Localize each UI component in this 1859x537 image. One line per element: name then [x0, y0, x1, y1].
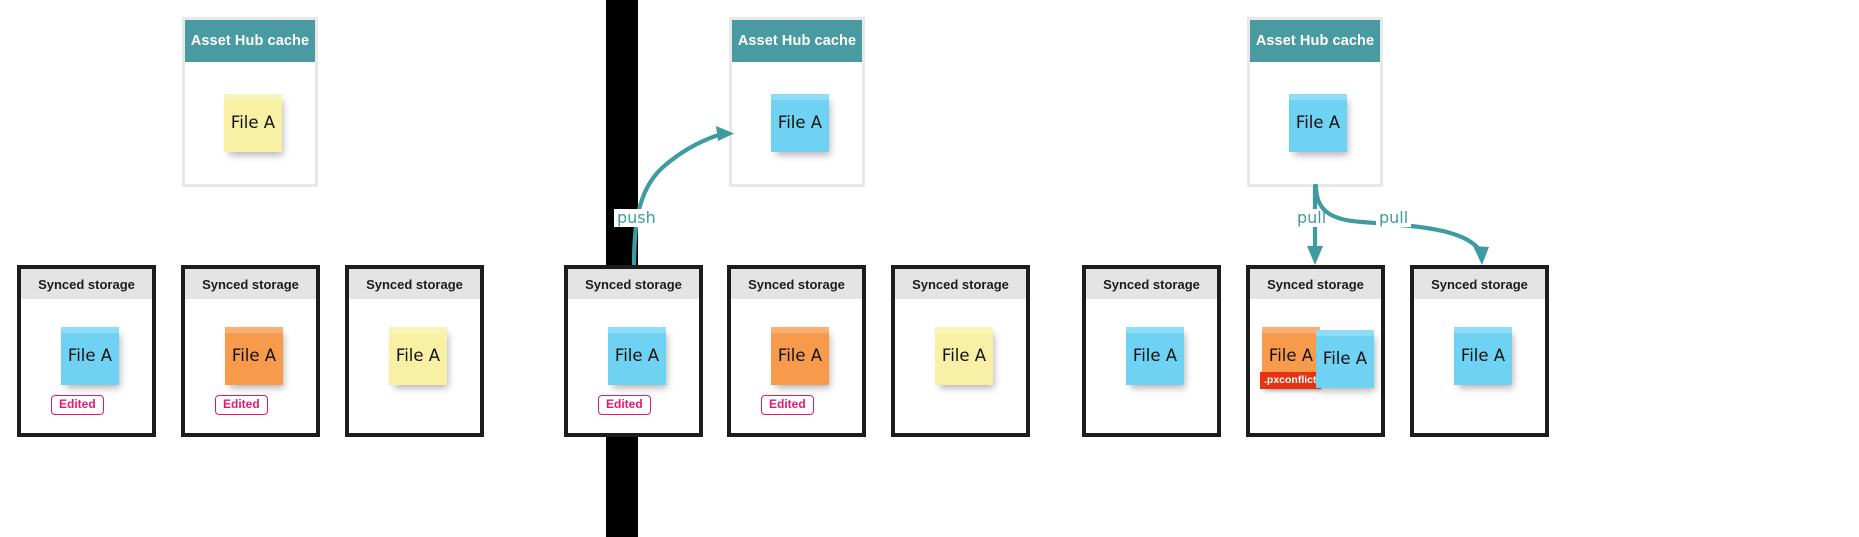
synced-storage-box-1-3: Synced storage File A [345, 265, 484, 437]
status-badge-edited: Edited [598, 395, 651, 415]
storage-body: File A Edited [568, 299, 699, 433]
storage-body: File A [1086, 299, 1217, 433]
sticky-note-file-a[interactable]: File A [1316, 330, 1374, 388]
synced-storage-box-2-2: Synced storage File A Edited [727, 265, 866, 437]
synced-storage-box-1-2: Synced storage File A Edited [181, 265, 320, 437]
sticky-note-file-a[interactable]: File A [1126, 327, 1184, 385]
cache-body-2: File A [732, 62, 862, 184]
synced-storage-box-2-1: Synced storage File A Edited [564, 265, 703, 437]
asset-hub-cache-box-3: Asset Hub cache File A [1247, 17, 1383, 187]
cache-title-2: Asset Hub cache [732, 20, 862, 62]
storage-title: Synced storage [1086, 269, 1217, 299]
storage-body: File A [349, 299, 480, 433]
status-badge-edited: Edited [51, 395, 104, 415]
sticky-note-file-a[interactable]: File A [1454, 327, 1512, 385]
sticky-note-file-a[interactable]: File A [224, 94, 282, 152]
cache-body-3: File A [1250, 62, 1380, 184]
storage-body: File A .pxconflict File A [1250, 299, 1381, 433]
pull-arrow-label-right: pull [1376, 209, 1412, 227]
storage-title: Synced storage [349, 269, 480, 299]
synced-storage-box-3-2: Synced storage File A .pxconflict File A [1246, 265, 1385, 437]
pull-arrow-icon-right [1313, 183, 1489, 265]
storage-body: File A Edited [21, 299, 152, 433]
sticky-note-file-a[interactable]: File A [771, 94, 829, 152]
status-badge-edited: Edited [215, 395, 268, 415]
sticky-note-file-a[interactable]: File A [608, 327, 666, 385]
synced-storage-box-1-1: Synced storage File A Edited [17, 265, 156, 437]
storage-title: Synced storage [1250, 269, 1381, 299]
synced-storage-box-2-3: Synced storage File A [891, 265, 1030, 437]
asset-hub-cache-box-2: Asset Hub cache File A [729, 17, 865, 187]
sticky-note-file-a[interactable]: File A [771, 327, 829, 385]
pull-arrow-icon-left [1307, 183, 1323, 265]
status-badge-pxconflict: .pxconflict [1260, 372, 1321, 389]
storage-title: Synced storage [895, 269, 1026, 299]
storage-title: Synced storage [731, 269, 862, 299]
storage-title: Synced storage [568, 269, 699, 299]
sticky-note-file-a[interactable]: File A [389, 327, 447, 385]
storage-title: Synced storage [185, 269, 316, 299]
storage-body: File A Edited [731, 299, 862, 433]
sticky-note-file-a[interactable]: File A [935, 327, 993, 385]
cache-title-1: Asset Hub cache [185, 20, 315, 62]
storage-title: Synced storage [1414, 269, 1545, 299]
pull-arrow-label-left: pull [1294, 209, 1330, 227]
storage-body: File A [1414, 299, 1545, 433]
synced-storage-box-3-3: Synced storage File A [1410, 265, 1549, 437]
cache-title-3: Asset Hub cache [1250, 20, 1380, 62]
storage-body: File A [895, 299, 1026, 433]
storage-body: File A Edited [185, 299, 316, 433]
push-arrow-label: push [614, 209, 659, 227]
asset-hub-cache-box-1: Asset Hub cache File A [182, 17, 318, 187]
sticky-note-file-a[interactable]: File A [225, 327, 283, 385]
sticky-note-file-a[interactable]: File A [1289, 94, 1347, 152]
synced-storage-box-3-1: Synced storage File A [1082, 265, 1221, 437]
status-badge-edited: Edited [761, 395, 814, 415]
cache-body-1: File A [185, 62, 315, 184]
sticky-note-file-a[interactable]: File A [61, 327, 119, 385]
storage-title: Synced storage [21, 269, 152, 299]
